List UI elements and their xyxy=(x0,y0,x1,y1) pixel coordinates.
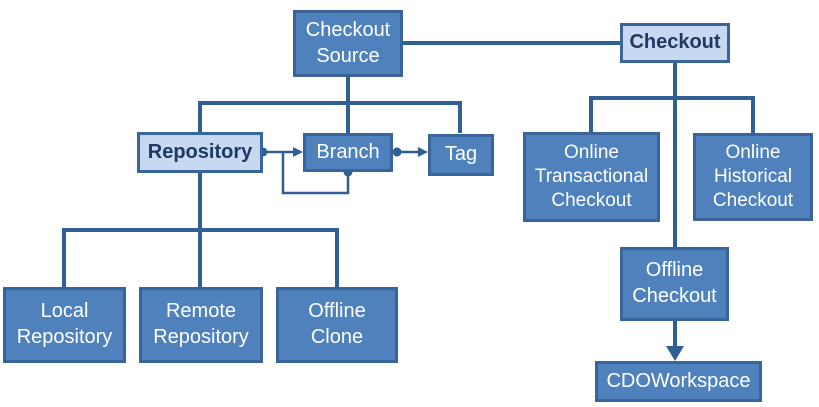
edge-rail-online-checkouts xyxy=(589,96,755,133)
edge-rail-local-remote-offline xyxy=(62,228,339,287)
node-cdoworkspace[interactable]: CDOWorkspace xyxy=(595,361,762,402)
node-local-repository[interactable]: Local Repository xyxy=(3,287,126,363)
node-offline-clone[interactable]: Offline Clone xyxy=(276,287,398,363)
node-branch[interactable]: Branch xyxy=(303,133,393,172)
edge-rail-repository-branch-tag xyxy=(198,101,462,133)
arrowhead-cdoworkspace xyxy=(666,346,684,361)
arrowhead-branch xyxy=(293,147,303,157)
node-checkout[interactable]: Checkout xyxy=(620,23,730,63)
node-online-historical-checkout[interactable]: Online Historical Checkout xyxy=(693,133,813,221)
node-repository[interactable]: Repository xyxy=(137,132,263,173)
node-remote-repository[interactable]: Remote Repository xyxy=(139,287,263,363)
arrowhead-tag xyxy=(418,147,428,157)
edge-branch-self-loop xyxy=(281,152,350,195)
node-tag[interactable]: Tag xyxy=(428,134,494,176)
node-online-transactional-checkout[interactable]: Online Transactional Checkout xyxy=(523,132,660,222)
node-checkout-source[interactable]: Checkout Source xyxy=(293,10,403,77)
node-offline-checkout[interactable]: Offline Checkout xyxy=(620,247,729,321)
